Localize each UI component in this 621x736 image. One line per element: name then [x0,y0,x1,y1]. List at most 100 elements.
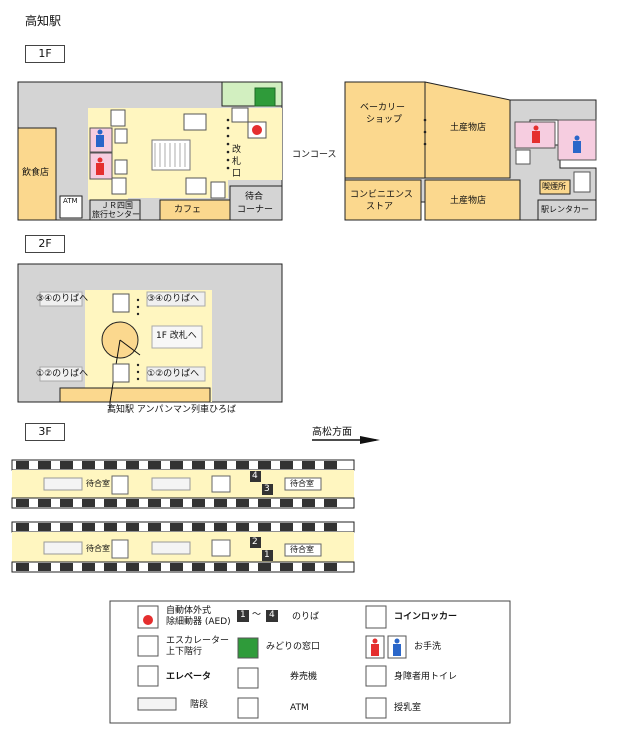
waiting-room-label: 待合室 [290,545,314,554]
accessible-icon [114,128,128,144]
legend-platform-to: 4 [269,610,275,620]
legend-nursing: 授乳室 [394,703,422,713]
bakery-label-1: ベーカリー [360,103,406,113]
platform-badge-1 [237,610,249,622]
legend-accessible-toilet: 身障者用トイレ [394,672,458,682]
platform-badge-4 [266,610,278,622]
to-gate-sign: 1F 改札へ [156,331,197,341]
floor-label-2f: 2F [25,235,65,253]
legend-box [109,600,511,724]
legend-atm: ATM [290,703,309,713]
elevator-icon [111,539,129,559]
nursing-icon [365,697,387,719]
to-platform-12-left: ①②のりばへ [36,369,89,379]
cafe-label: カフェ [174,205,202,215]
souvenir-room-1 [424,81,511,179]
legend-ticket-machine: 券売機 [290,672,318,682]
convenience-room [344,179,422,221]
midori-icon [237,637,259,659]
legend-aed-2: 除細動器 (AED) [166,617,231,627]
legend-toilet: お手洗 [414,642,442,652]
station-title: 高知駅 [25,14,62,28]
waiting-corner-label-1: 待合 [245,192,264,202]
stairs-3f [43,477,191,555]
waiting-room-box [284,543,322,557]
legend-escalator-1: エスカレーター [166,636,230,646]
nursing-icon [114,159,128,175]
waiting-room-label: 待合室 [290,479,314,488]
to-platform-12-right: ①②のりばへ [147,369,200,379]
coin-locker-icon [365,605,387,629]
platform-number-3: 3 [264,484,270,494]
elevator-icon [110,109,126,127]
waiting-room-label: 待合室 [86,479,110,488]
gate-label: 改札口 [232,145,242,179]
elevator-icon [112,363,130,383]
coin-locker-icon [210,181,226,199]
floor-label-1f: 1F [25,45,65,63]
to-platform-34-right: ③④のりばへ [147,294,200,304]
elevator-icon [112,293,130,313]
platform-number-1: 1 [264,550,270,560]
escalator-icon [211,475,231,493]
legend-tilde: 〜 [252,610,262,620]
signpost-gate [151,325,203,349]
ticket-machine-icon [237,667,259,689]
signpost-34-left [39,291,83,307]
to-platform-34-left: ③④のりばへ [36,294,89,304]
legend-coin-locker: コインロッカー [394,612,458,622]
plaza-label: 高知駅 アンパンマン列車ひろば [107,405,236,415]
legend-stairs: 階段 [190,700,209,710]
accessible-icon [515,149,531,165]
elevator-icon [137,665,159,687]
stairs-1f [151,139,191,171]
jr-center-room [89,199,141,221]
souvenir-label-2: 土産物店 [450,196,487,206]
toilet-m-room-east [557,119,597,161]
smoking-label: 喫煙所 [542,182,566,191]
floor-label-3f: 3F [25,423,65,441]
toilet-icon [96,125,581,175]
signpost-34-right [146,291,206,307]
heart-icon [252,125,262,135]
escalator-icon [185,177,207,195]
restaurant-area [17,127,57,221]
souvenir-room-2 [424,179,521,221]
rental-room [537,199,597,221]
waiting-corner-label-2: コーナー [237,205,274,215]
legend-midori: みどりの窓口 [266,642,321,652]
direction-label: 高松方面 [312,427,352,438]
convenience-label-2: ストア [366,202,394,212]
escalator-icon [211,539,231,557]
track-sleepers [16,461,337,571]
atm-icon [237,697,259,719]
midori-icon [254,87,276,107]
platform-number-2: 2 [252,537,258,547]
accessible-icon [365,665,387,687]
legend-aed-1: 自動体外式 [166,606,212,616]
atm-box [59,195,83,219]
atm-label: ATM [63,197,78,205]
waiting-room-label: 待合室 [86,544,110,553]
restaurant-label: 飲食店 [22,168,50,178]
legend-platform: のりば [292,612,320,622]
jr-center-label-1: ＪＲ四国 [101,201,133,210]
legend-platform-from: 1 [240,610,246,620]
stairs-icon [137,697,177,711]
elevator-icon [111,475,129,495]
platform-number-badges [250,471,273,561]
waiting-room-box [284,477,322,491]
elevator-icon [111,177,127,195]
escalator-icon [183,113,207,131]
waiting-corner-room [229,185,283,221]
coin-locker-icon [573,171,591,193]
toilet-icon [365,635,407,659]
bakery-label-2: ショップ [366,115,403,125]
plaza-band [59,387,211,403]
bakery-room [344,81,426,179]
souvenir-label-1: 土産物店 [450,123,487,133]
legend-elevator: エレベータ [166,672,212,682]
signpost-12-left [39,366,83,382]
legend-escalator-2: 上下階行 [166,647,203,657]
